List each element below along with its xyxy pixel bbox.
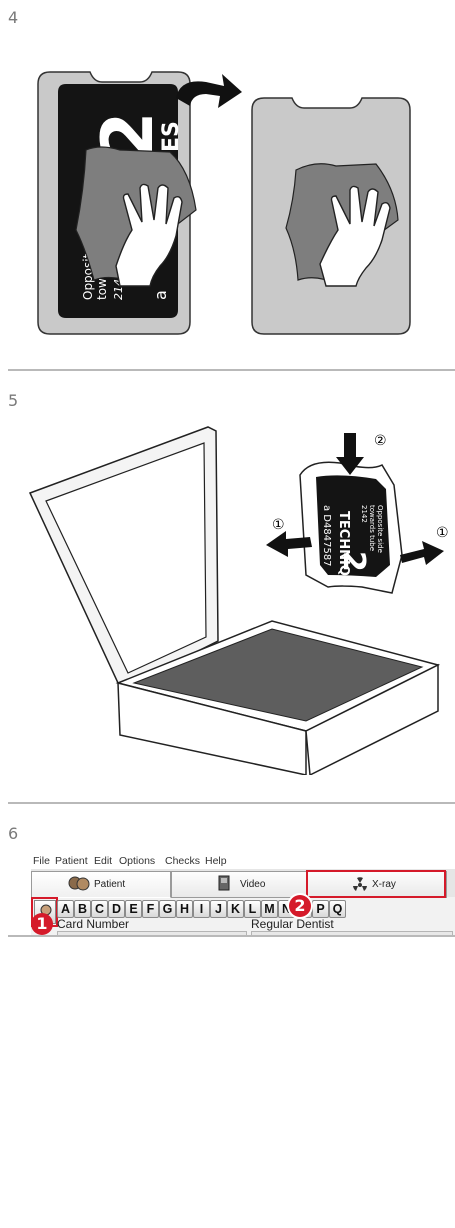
letter-button[interactable]: C [91, 900, 108, 918]
tab-label: Video [240, 879, 265, 890]
menu-bar: File Patient Edit Options Checks Help [31, 855, 455, 869]
section-divider [8, 802, 455, 804]
letter-button[interactable]: F [142, 900, 159, 918]
step-number: 5 [8, 391, 18, 410]
section-divider [8, 935, 455, 937]
step4-illustration: Opposite side towards t 2142 a 2 ES [20, 60, 440, 345]
letter-button[interactable]: G [159, 900, 176, 918]
menu-edit[interactable]: Edit [94, 855, 112, 867]
section-divider [8, 369, 455, 371]
step-number: 6 [8, 824, 18, 843]
video-camera-icon [218, 875, 230, 893]
regular-dentist-label: Regular Dentist [251, 917, 334, 931]
tab-label: Patient [94, 879, 125, 890]
plate-number: 2 [336, 551, 371, 572]
plate-text: a D4847587 [321, 505, 332, 567]
tab-patient[interactable]: Patient [31, 871, 171, 898]
step5-illustration: Opposite side towards tube 2142 a D48475… [10, 415, 455, 775]
letter-button[interactable]: I [193, 900, 210, 918]
letter-button[interactable]: E [125, 900, 142, 918]
menu-help[interactable]: Help [205, 855, 227, 867]
letter-button[interactable]: B [74, 900, 91, 918]
letter-button[interactable]: M [261, 900, 278, 918]
software-screenshot: File Patient Edit Options Checks Help Pa… [31, 855, 455, 935]
plate-text: 2142 [360, 505, 368, 523]
card-number-label: Card Number [57, 917, 129, 931]
highlight-box [306, 870, 446, 898]
right-arrow-icon [400, 541, 444, 565]
callout-number: ② [374, 433, 387, 449]
callout-number: ① [272, 517, 285, 533]
letter-button[interactable]: P [312, 900, 329, 918]
menu-options[interactable]: Options [119, 855, 155, 867]
tab-video[interactable]: Video [171, 871, 307, 898]
menu-checks[interactable]: Checks [165, 855, 200, 867]
patient-faces-icon [68, 875, 90, 893]
letter-button[interactable]: H [176, 900, 193, 918]
callout-number: ① [436, 525, 449, 541]
letter-button[interactable]: J [210, 900, 227, 918]
letter-button[interactable]: L [244, 900, 261, 918]
step-badge-2: 2 [289, 895, 311, 917]
plate-brand: ES [159, 121, 184, 152]
plate-text: towards tube [368, 505, 376, 551]
step-number: 4 [8, 8, 18, 27]
letter-button[interactable]: K [227, 900, 244, 918]
plate-text: Opposite side [376, 505, 384, 553]
letter-button[interactable]: A [57, 900, 74, 918]
menu-patient[interactable]: Patient [55, 855, 88, 867]
letter-button[interactable]: D [108, 900, 125, 918]
letter-button[interactable]: Q [329, 900, 346, 918]
plate-text: a [151, 290, 170, 300]
menu-file[interactable]: File [33, 855, 50, 867]
step-badge-1: 1 [31, 913, 53, 935]
